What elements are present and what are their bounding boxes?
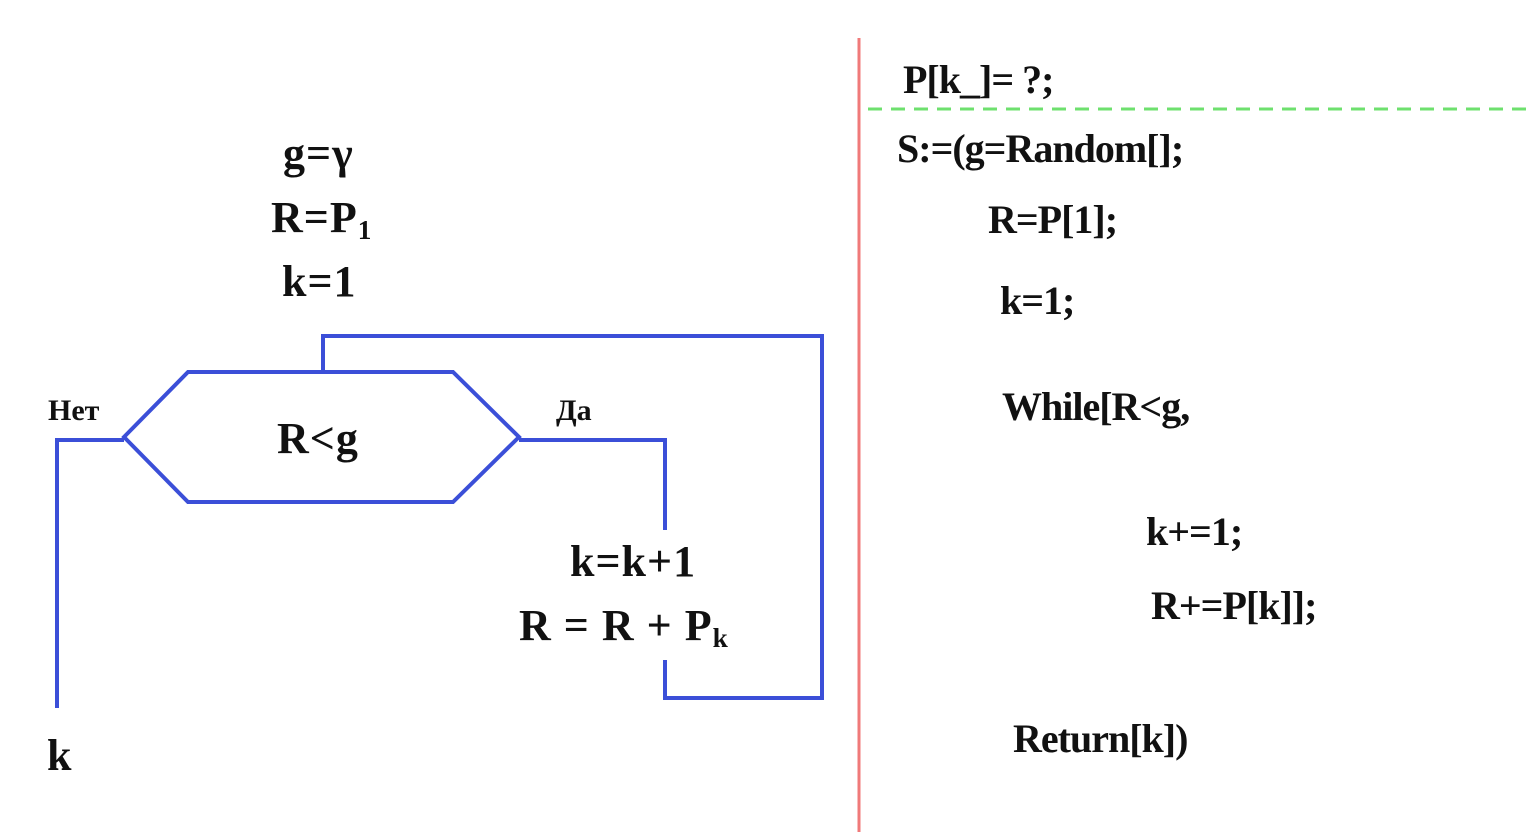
init-g-assign: g=γ: [283, 129, 354, 178]
code-line: k=1;: [1000, 278, 1075, 323]
no-label: Нет: [48, 394, 100, 427]
code-line: S:=(g=Random[];: [897, 126, 1184, 171]
condition-text: R<g: [277, 414, 359, 463]
init-r-assign-base: R=P: [271, 193, 358, 242]
body-r-update-base: R = R + P: [519, 601, 713, 650]
init-r-assign: R=P1: [271, 192, 372, 246]
yes-branch-line: [519, 438, 667, 530]
body-r-update-sub: k: [712, 622, 729, 653]
no-branch-line: [55, 438, 124, 708]
output-k: k: [47, 731, 73, 780]
code-line: R+=P[k]];: [1151, 583, 1317, 628]
decision-hexagon: [121, 370, 522, 504]
code-line: While[R<g,: [1002, 384, 1190, 429]
code-line: Return[k]): [1013, 716, 1188, 761]
code-line: P[k_]= ?;: [903, 57, 1054, 102]
body-r-update: R = R + Pk: [519, 600, 729, 654]
body-k-update: k=k+1: [570, 537, 697, 586]
code-line: k+=1;: [1146, 509, 1243, 554]
init-k-assign: k=1: [282, 257, 357, 306]
init-r-assign-sub: 1: [357, 214, 373, 245]
loop-return-line: [321, 334, 824, 700]
yes-label: Да: [556, 394, 592, 427]
code-line: R=P[1];: [988, 197, 1118, 242]
